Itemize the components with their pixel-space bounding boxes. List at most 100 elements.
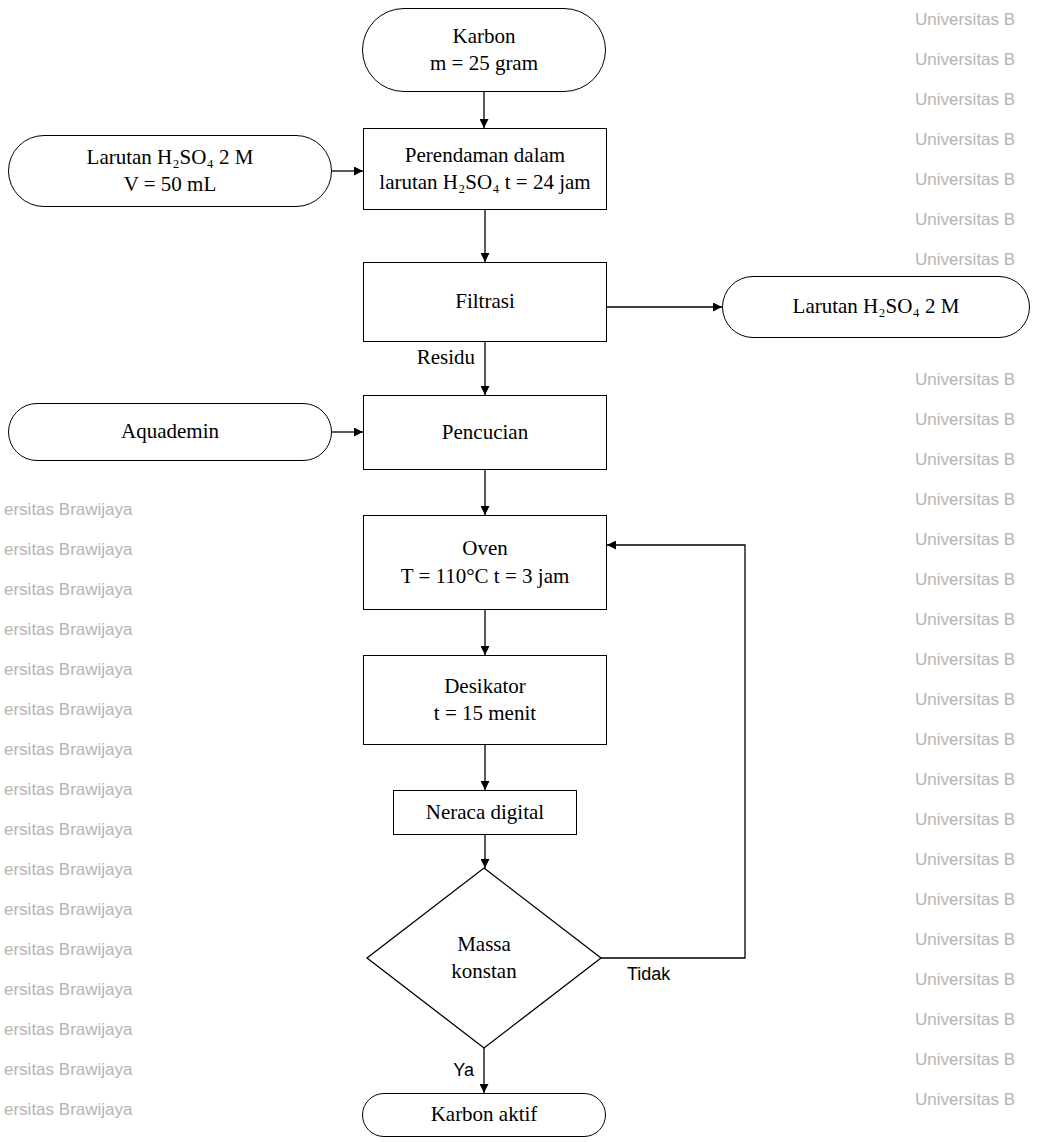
flow-arrow: [484, 210, 485, 262]
watermark: Universitas B: [915, 650, 1015, 670]
watermark: Universitas B: [915, 890, 1015, 910]
watermark: Universitas B: [915, 530, 1015, 550]
flow-arrow: [484, 745, 485, 790]
node-content: Neraca digital: [394, 791, 576, 834]
node-text: larutan H₂SO₄ t = 24 jam: [379, 169, 590, 196]
node-text: Pencucian: [442, 419, 528, 446]
flow-arrow: [483, 1048, 484, 1093]
node-content: Pencucian: [364, 396, 606, 469]
watermark: ersitas Brawijaya: [4, 540, 133, 560]
watermark: ersitas Brawijaya: [4, 980, 133, 1000]
node-text: V = 50 mL: [124, 171, 217, 198]
watermark: Universitas B: [915, 1010, 1015, 1030]
node-text: Filtrasi: [455, 288, 515, 315]
end-terminator: Karbon aktif: [362, 1093, 606, 1137]
node-content: Desikatort = 15 menit: [364, 656, 606, 744]
node-content: Larutan H₂SO₄ 2 M: [723, 277, 1029, 337]
watermark: ersitas Brawijaya: [4, 820, 133, 840]
watermark: Universitas B: [915, 690, 1015, 710]
watermark: ersitas Brawijaya: [4, 1060, 133, 1080]
node-content: Karbonm = 25 gram: [363, 9, 605, 91]
node-content: Perendaman dalamlarutan H₂SO₄ t = 24 jam: [364, 129, 606, 209]
flow-arrow: [332, 431, 363, 432]
node-content: Larutan H₂SO₄ 2 MV = 50 mL: [9, 136, 331, 206]
watermark: ersitas Brawijaya: [4, 620, 133, 640]
flow-arrow: [483, 92, 484, 128]
watermark: Universitas B: [915, 210, 1015, 230]
watermark: ersitas Brawijaya: [4, 500, 133, 520]
output-terminator: Larutan H₂SO₄ 2 M: [722, 276, 1030, 338]
watermark: ersitas Brawijaya: [4, 660, 133, 680]
process-box: Neraca digital: [393, 790, 577, 835]
process-box: Desikatort = 15 menit: [363, 655, 607, 745]
node-text: m = 25 gram: [430, 50, 538, 77]
node-text: Karbon aktif: [431, 1101, 538, 1128]
decision-diamond: Massa konstan: [367, 868, 601, 1048]
node-text: Larutan H₂SO₄ 2 M: [87, 144, 254, 171]
node-text: Larutan H₂SO₄ 2 M: [793, 293, 960, 320]
node-text: Perendaman dalam: [405, 142, 565, 169]
flow-arrow: [484, 610, 485, 655]
watermark: Universitas B: [915, 930, 1015, 950]
watermark: ersitas Brawijaya: [4, 740, 133, 760]
diamond-outline: [367, 868, 601, 1048]
watermark: ersitas Brawijaya: [4, 700, 133, 720]
watermark: Universitas B: [915, 810, 1015, 830]
flow-arrow: [484, 835, 485, 868]
input-terminator: Larutan H₂SO₄ 2 MV = 50 mL: [8, 135, 332, 207]
watermark: Universitas B: [915, 570, 1015, 590]
node-content: Aquademin: [9, 404, 331, 460]
watermark: ersitas Brawijaya: [4, 1020, 133, 1040]
flow-arrow: [332, 170, 363, 171]
watermark: Universitas B: [915, 610, 1015, 630]
node-text: Desikator: [444, 673, 526, 700]
flow-arrow: [601, 545, 745, 958]
watermark: Universitas B: [915, 730, 1015, 750]
watermark: Universitas B: [915, 850, 1015, 870]
edge-label: Residu: [415, 345, 477, 370]
watermark: Universitas B: [915, 770, 1015, 790]
process-box: OvenT = 110°C t = 3 jam: [363, 515, 607, 610]
process-box: Perendaman dalamlarutan H₂SO₄ t = 24 jam: [363, 128, 607, 210]
watermark: Universitas B: [915, 490, 1015, 510]
watermark: ersitas Brawijaya: [4, 860, 133, 880]
watermark: Universitas B: [915, 130, 1015, 150]
watermark: Universitas B: [915, 370, 1015, 390]
watermark: ersitas Brawijaya: [4, 900, 133, 920]
watermark: Universitas B: [915, 250, 1015, 270]
node-text: Neraca digital: [426, 799, 544, 826]
node-content: OvenT = 110°C t = 3 jam: [364, 516, 606, 609]
node-content: Filtrasi: [364, 263, 606, 341]
node-text: T = 110°C t = 3 jam: [401, 563, 570, 590]
watermark: Universitas B: [915, 410, 1015, 430]
watermark: ersitas Brawijaya: [4, 940, 133, 960]
watermark: ersitas Brawijaya: [4, 580, 133, 600]
node-text: t = 15 menit: [434, 700, 536, 727]
node-content: Karbon aktif: [363, 1094, 605, 1136]
watermark: Universitas B: [915, 170, 1015, 190]
edge-label: Tidak: [625, 964, 672, 985]
flow-arrow: [607, 306, 722, 307]
node-text: Karbon: [453, 23, 516, 50]
input-terminator: Aquademin: [8, 403, 332, 461]
watermark: Universitas B: [915, 450, 1015, 470]
watermark: Universitas B: [915, 1050, 1015, 1070]
start-terminator: Karbonm = 25 gram: [362, 8, 606, 92]
process-box: Pencucian: [363, 395, 607, 470]
edge-label: Ya: [451, 1060, 476, 1081]
watermark: ersitas Brawijaya: [4, 780, 133, 800]
flow-arrow: [484, 342, 485, 395]
node-text: Oven: [462, 535, 508, 562]
watermark: Universitas B: [915, 50, 1015, 70]
node-content: Massa konstan: [367, 868, 601, 1048]
watermark: ersitas Brawijaya: [4, 1100, 133, 1120]
process-box: Filtrasi: [363, 262, 607, 342]
watermark: Universitas B: [915, 90, 1015, 110]
node-text: Aquademin: [121, 418, 219, 445]
diamond-shape: [367, 868, 601, 1048]
watermark: Universitas B: [915, 10, 1015, 30]
flow-arrow: [484, 470, 485, 515]
watermark: Universitas B: [915, 970, 1015, 990]
node-text: Massa konstan: [451, 931, 516, 986]
